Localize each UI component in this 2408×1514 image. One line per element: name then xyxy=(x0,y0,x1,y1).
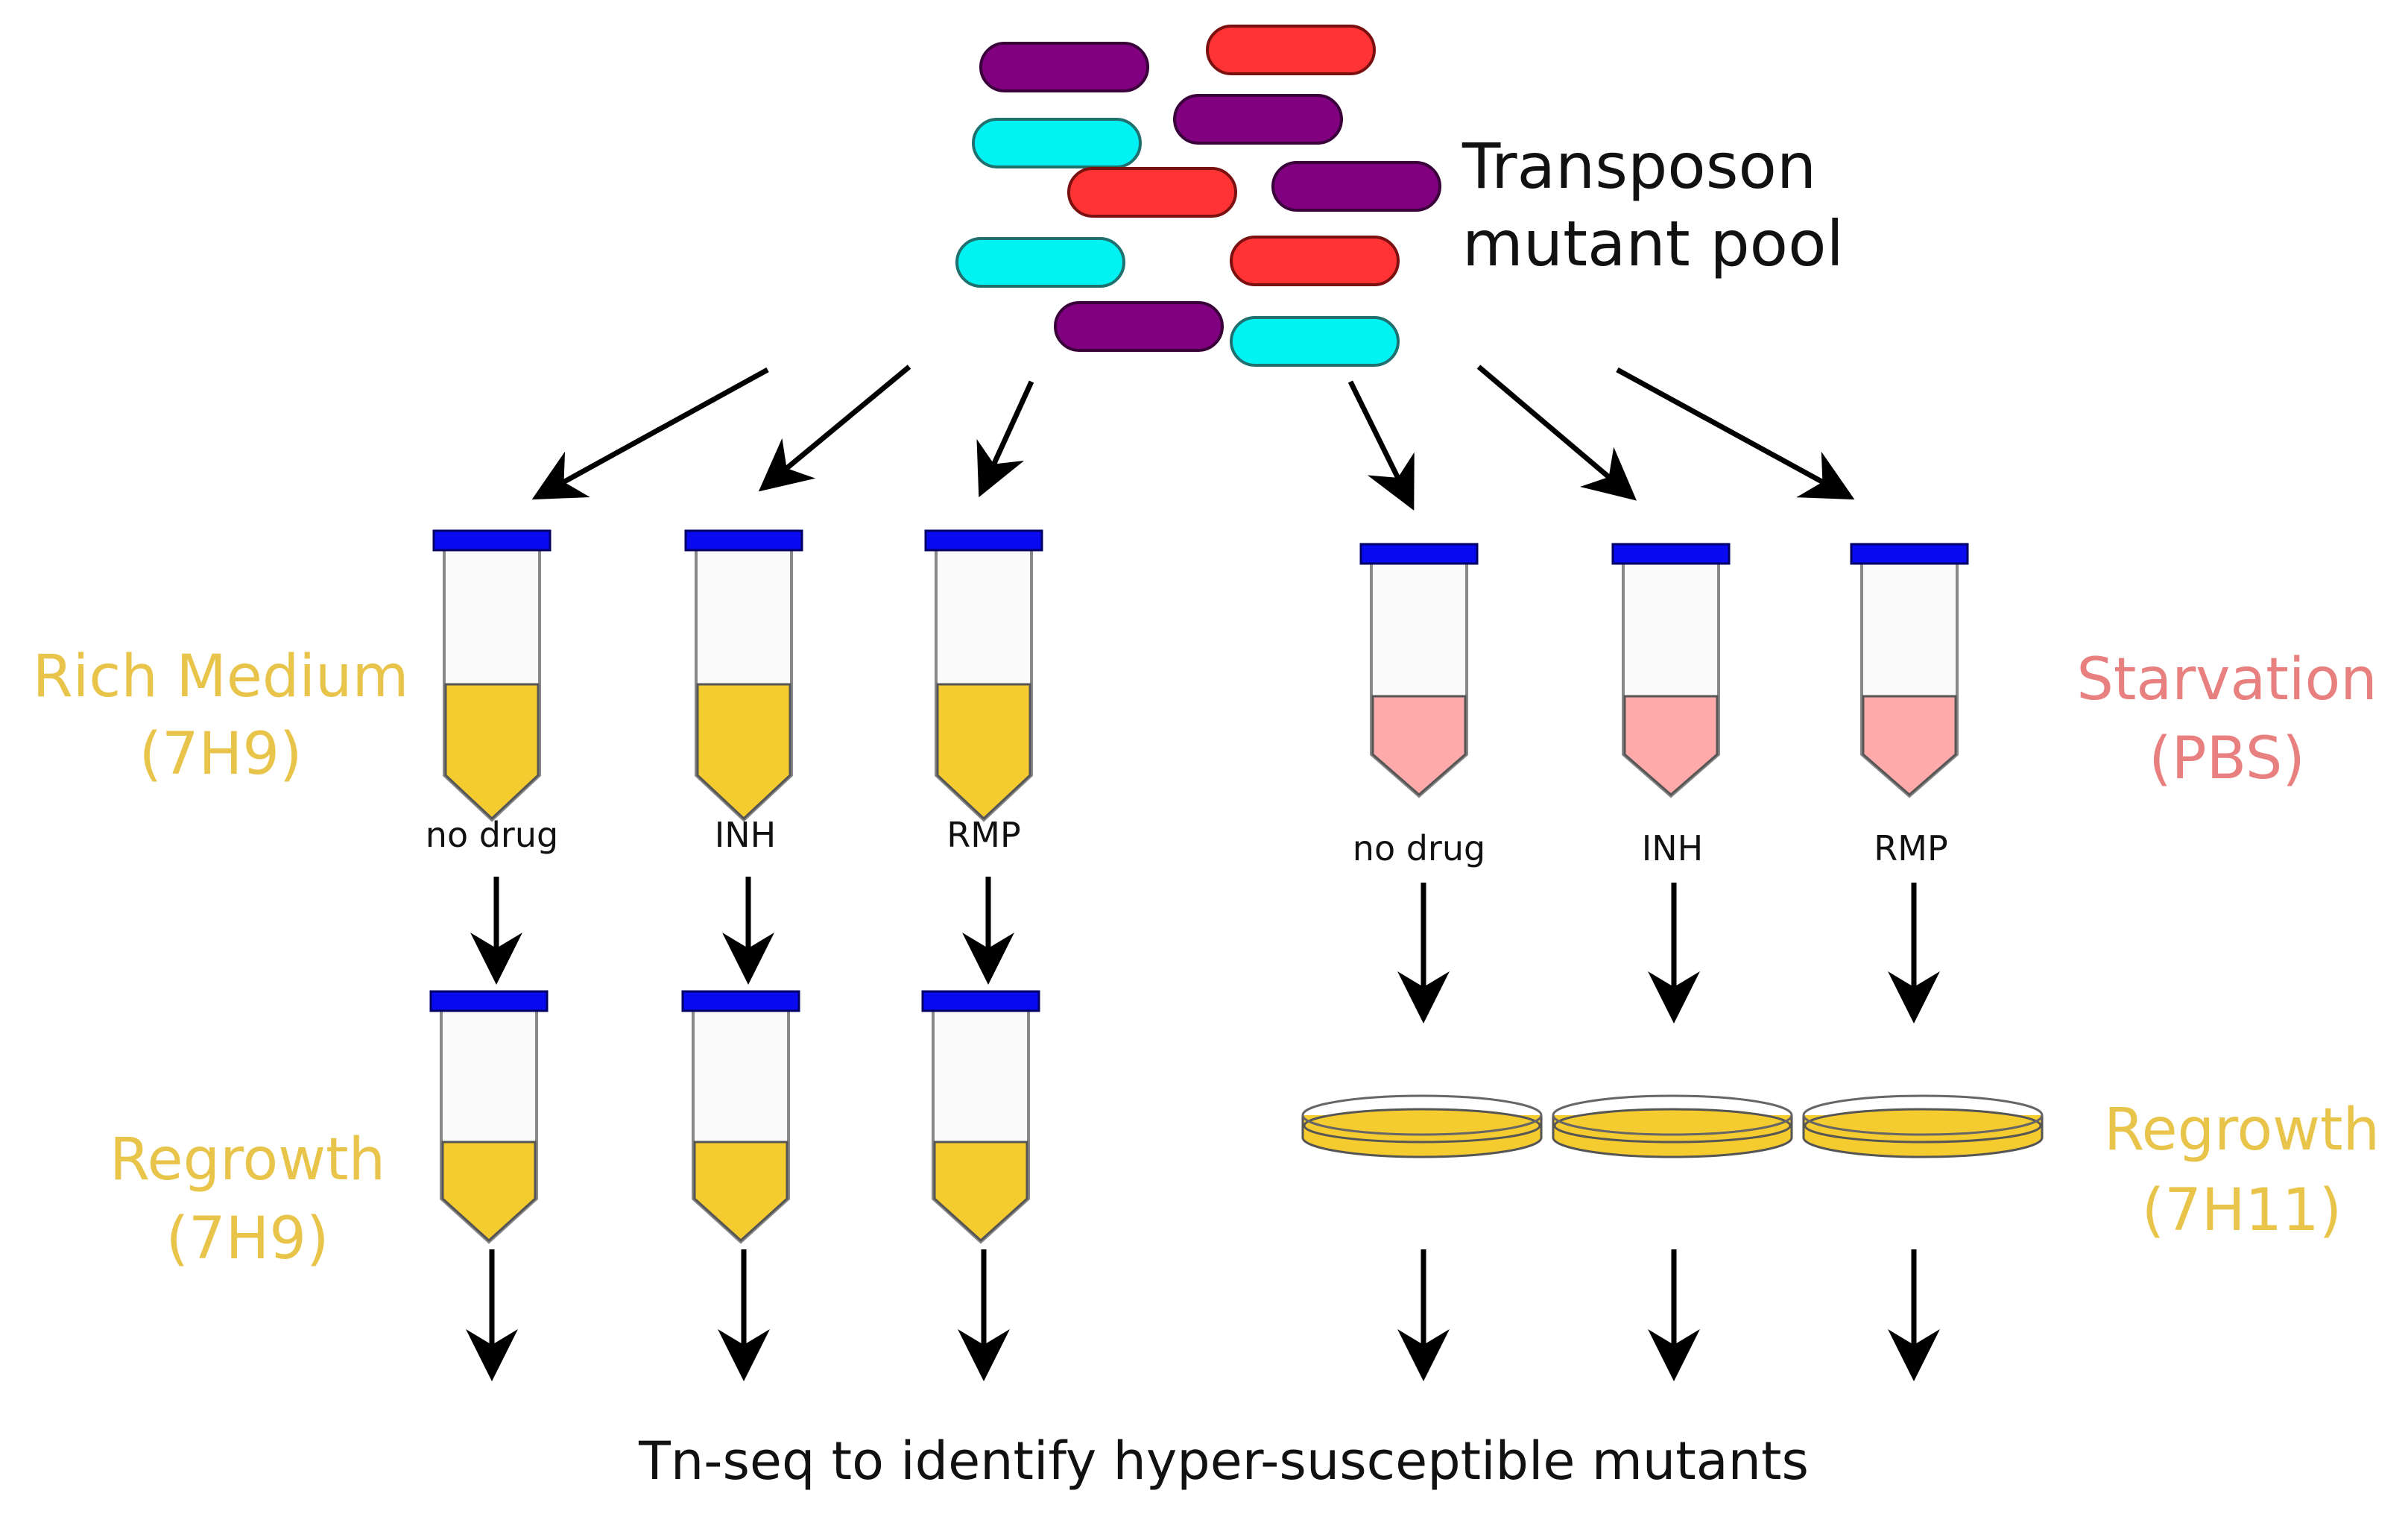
tube-medium-pink xyxy=(1371,695,1467,796)
plate-lid xyxy=(1552,1094,1793,1136)
tube-cap-blue xyxy=(432,529,552,552)
mutant-rod-purple xyxy=(1271,161,1441,212)
tube-regrowth-rich-nodrug xyxy=(429,990,549,1244)
mutant-rod-red xyxy=(1067,167,1237,218)
tube-medium-yellow xyxy=(693,1141,789,1243)
tube-medium-yellow xyxy=(444,683,540,821)
tube-regrowth-rich-rmp xyxy=(921,990,1040,1244)
drug-label-rich-rmp: RMP xyxy=(947,815,1020,855)
plate-lid xyxy=(1301,1094,1543,1136)
tube-cap-blue xyxy=(1850,543,1969,565)
tube-cap-blue xyxy=(684,529,803,552)
tube-cap-blue xyxy=(921,990,1040,1012)
tube-medium-pink xyxy=(1623,695,1719,796)
tube-rich-nodrug xyxy=(432,529,552,822)
mutant-rod-purple xyxy=(979,42,1149,92)
tube-cap-blue xyxy=(1611,543,1731,565)
mutant-rod-red xyxy=(1230,236,1400,286)
tube-rich-rmp xyxy=(924,529,1043,822)
plate-regrowth-starv-rmp xyxy=(1802,1094,2044,1158)
mutant-rod-cyan xyxy=(972,118,1142,168)
tube-cap-blue xyxy=(1359,543,1479,565)
tube-cap-blue xyxy=(924,529,1043,552)
mutant-rod-purple xyxy=(1054,301,1224,352)
arrow-pool-to-starv-rmp xyxy=(1616,367,1855,500)
regrowth-arrows xyxy=(470,877,1940,1023)
tube-starv-inh xyxy=(1611,543,1731,798)
pool-title-line1: Transposon xyxy=(1461,130,1816,203)
plate-regrowth-starv-inh xyxy=(1552,1094,1793,1158)
rich-medium-label-line1: Rich Medium xyxy=(33,643,409,710)
tnseq-caption: Tn-seq to identify hyper-susceptible mut… xyxy=(638,1431,1809,1492)
mutant-rod-cyan xyxy=(1230,316,1400,367)
arrow-pool-to-starv-inh xyxy=(1476,365,1637,501)
tube-starv-rmp xyxy=(1850,543,1969,798)
regrowth-rich-label-line1: Regrowth xyxy=(110,1126,385,1193)
tube-regrowth-rich-inh xyxy=(681,990,800,1244)
regrowth-starv-label-line1: Regrowth xyxy=(2104,1097,2380,1164)
tube-medium-yellow xyxy=(696,683,791,821)
drug-label-rich-inh: INH xyxy=(715,815,777,855)
mutant-rod-red xyxy=(1206,25,1376,75)
starvation-label-line1: Starvation xyxy=(2076,646,2377,713)
tube-medium-pink xyxy=(1862,695,1957,796)
starvation-label-line2: (PBS) xyxy=(2149,725,2305,792)
drug-label-starv-rmp: RMP xyxy=(1874,828,1947,868)
tube-cap-blue xyxy=(681,990,800,1012)
pool-arrows xyxy=(531,365,1855,511)
tnseq-arrows xyxy=(466,1249,1940,1381)
mutant-pool xyxy=(955,25,1441,367)
drug-label-starv-nodrug: no drug xyxy=(1353,828,1485,868)
tube-medium-yellow xyxy=(936,683,1031,821)
regrowth-rich-label-line2: (7H9) xyxy=(166,1205,329,1272)
arrow-pool-to-rich-rmp xyxy=(976,380,1034,498)
tube-medium-yellow xyxy=(441,1141,537,1243)
mutant-rod-cyan xyxy=(955,237,1125,288)
pool-title-line2: mutant pool xyxy=(1462,207,1844,280)
plate-regrowth-starv-nodrug xyxy=(1301,1094,1543,1158)
regrowth-starv-label-line2: (7H11) xyxy=(2142,1177,2342,1244)
drug-label-rich-nodrug: no drug xyxy=(426,815,558,855)
tube-medium-yellow xyxy=(933,1141,1028,1243)
mutant-rod-purple xyxy=(1173,94,1343,145)
tube-cap-blue xyxy=(429,990,549,1012)
rich-medium-label-line2: (7H9) xyxy=(139,721,303,788)
arrow-pool-to-rich-nodrug xyxy=(531,367,769,500)
drug-label-starv-inh: INH xyxy=(1642,828,1704,868)
arrow-pool-to-starv-nodrug xyxy=(1347,380,1415,511)
tube-starv-nodrug xyxy=(1359,543,1479,798)
tube-rich-inh xyxy=(684,529,803,822)
arrow-pool-to-rich-inh xyxy=(758,365,911,492)
plate-lid xyxy=(1802,1094,2044,1136)
